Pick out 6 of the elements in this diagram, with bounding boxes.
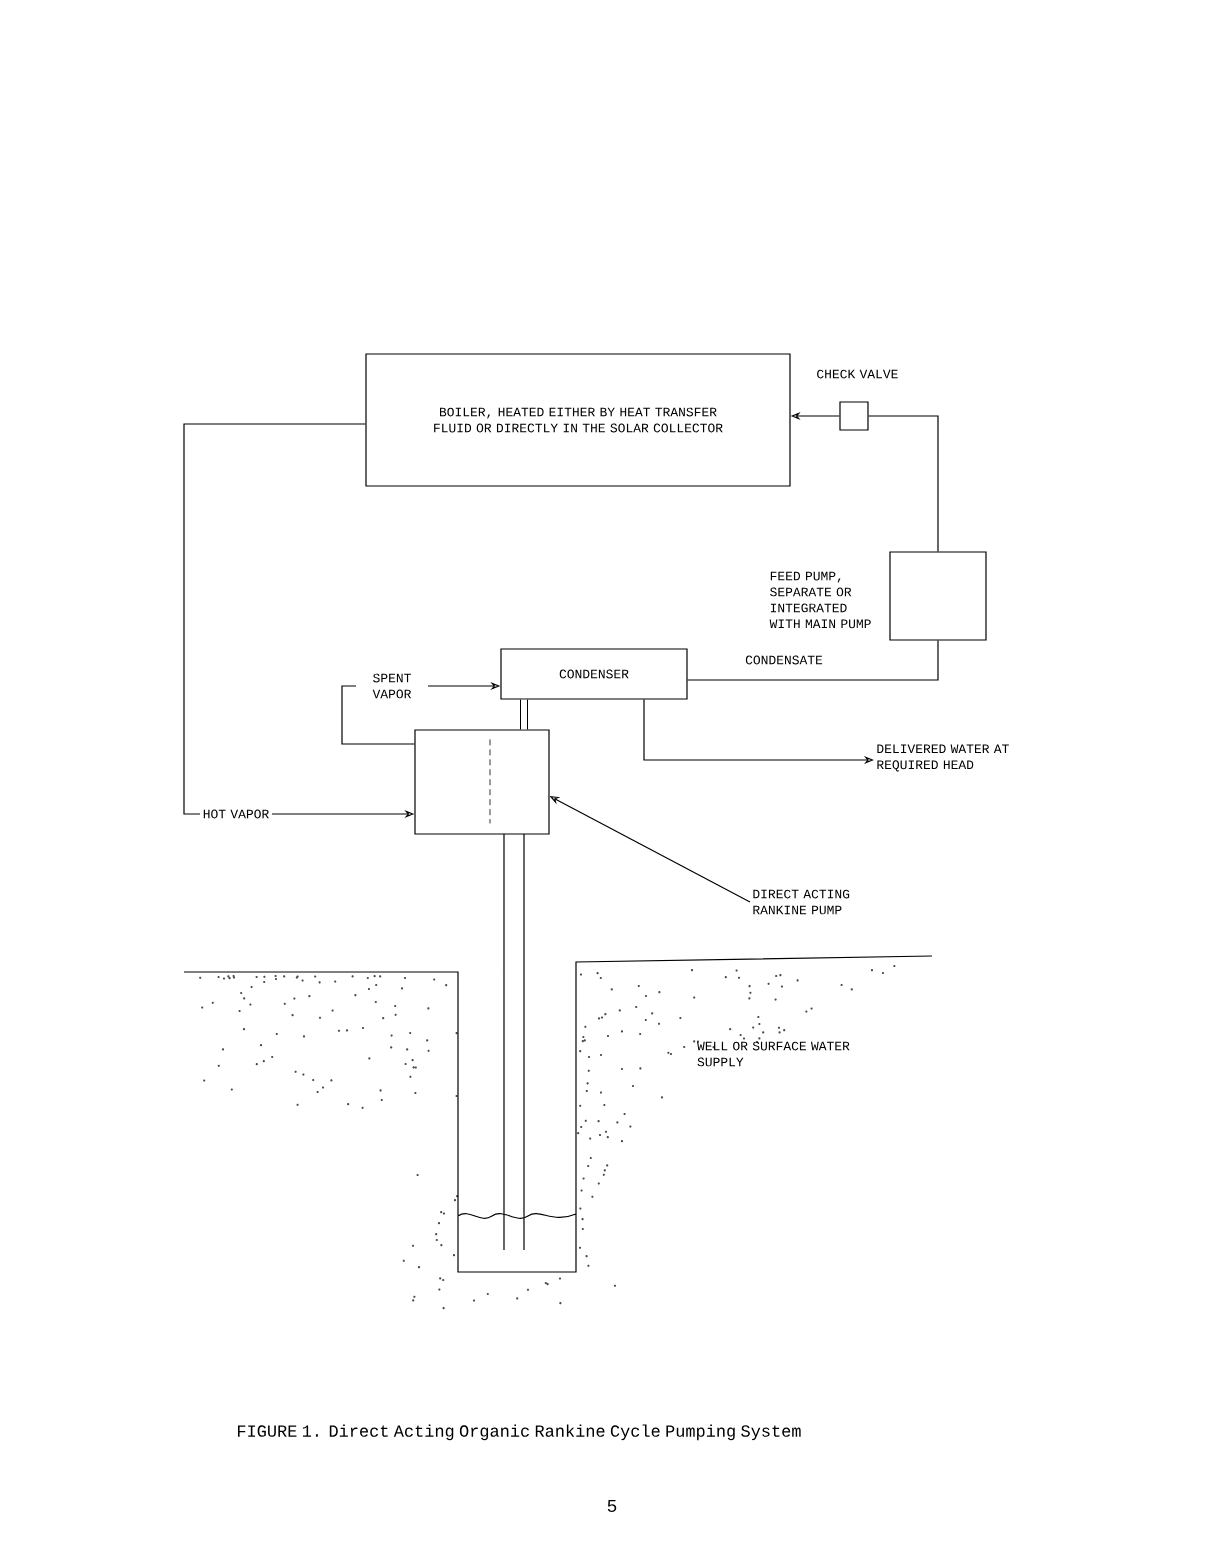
line [868, 415, 939, 552]
pump-box [414, 729, 550, 835]
pipe [520, 699, 528, 730]
page-number: 5 [607, 1500, 617, 1512]
line [687, 640, 939, 681]
caption: FIGURE 1. Direct Acting Organic Rankine Cycle Pumping System [238, 1424, 801, 1441]
